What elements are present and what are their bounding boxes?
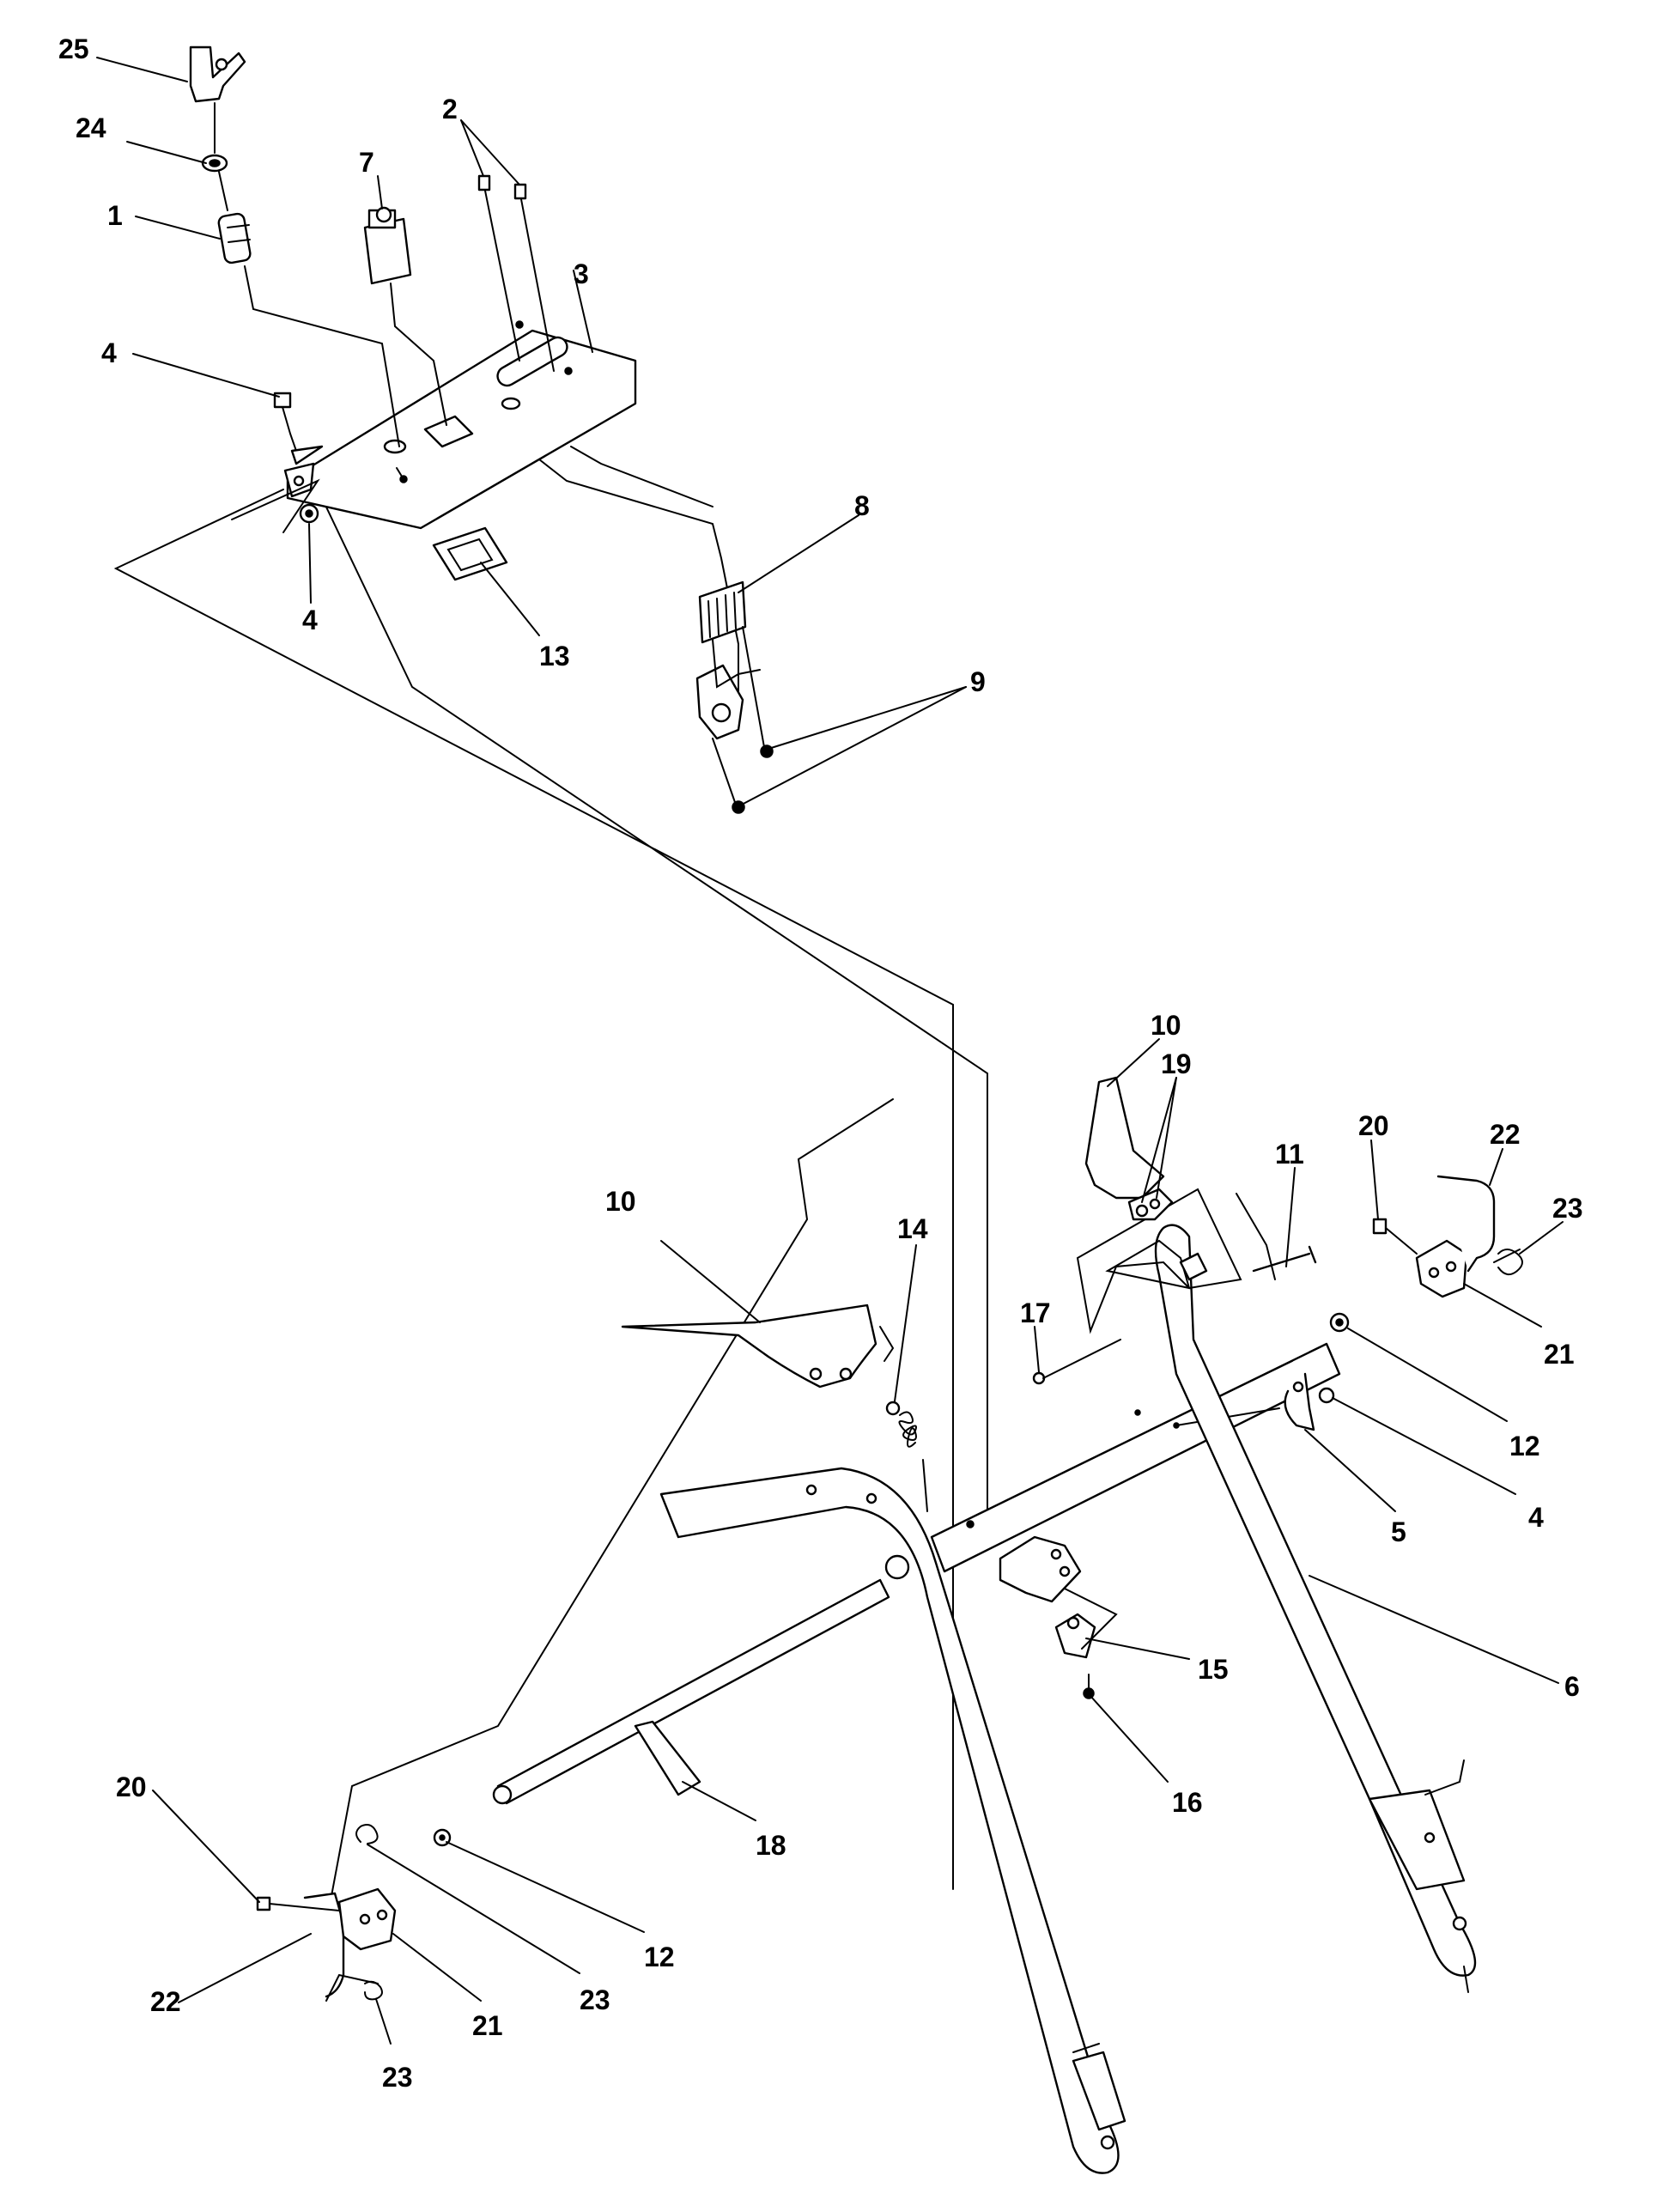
callout-18: 18 bbox=[756, 1830, 786, 1861]
callout-7: 7 bbox=[359, 147, 374, 178]
latch-bracket bbox=[999, 1535, 1118, 1699]
dash-panel bbox=[286, 320, 739, 705]
leader-lines bbox=[96, 57, 1564, 2045]
pin-and-screw bbox=[1032, 1245, 1317, 1385]
callout-21-right: 21 bbox=[1544, 1339, 1575, 1370]
callout-8: 8 bbox=[854, 490, 870, 521]
right-handle-tube bbox=[1154, 1224, 1477, 1993]
callout-20-left: 20 bbox=[116, 1771, 147, 1802]
callout-9: 9 bbox=[970, 666, 986, 697]
callout-19: 19 bbox=[1161, 1048, 1192, 1079]
callout-12-right: 12 bbox=[1509, 1431, 1540, 1462]
callout-4-right: 4 bbox=[1528, 1502, 1544, 1533]
callout-3: 3 bbox=[574, 258, 589, 289]
throttle-control bbox=[695, 580, 774, 814]
assembly-guide-lines bbox=[113, 489, 988, 1924]
callout-6: 6 bbox=[1564, 1671, 1580, 1702]
right-grip-bracket bbox=[1076, 1076, 1276, 1334]
left-side-hardware bbox=[256, 1824, 452, 2002]
left-grip-bracket bbox=[621, 1304, 895, 1389]
callout-2: 2 bbox=[442, 94, 458, 125]
callout-23-right: 23 bbox=[1552, 1193, 1583, 1224]
callout-labels: 25 24 1 7 2 3 4 4 13 8 9 10 19 11 20 22 … bbox=[58, 33, 1583, 2093]
callout-21-left: 21 bbox=[472, 2010, 503, 2041]
callout-23-left-mid: 23 bbox=[580, 1984, 610, 2015]
callout-23-left-bottom: 23 bbox=[382, 2062, 413, 2093]
callout-14: 14 bbox=[897, 1213, 928, 1244]
callout-4-top: 4 bbox=[101, 337, 117, 368]
spring bbox=[885, 1401, 928, 1512]
callout-22-left: 22 bbox=[150, 1986, 181, 2017]
foot-bracket bbox=[634, 1720, 701, 1796]
callout-4-mid: 4 bbox=[302, 605, 318, 635]
callout-16: 16 bbox=[1172, 1787, 1203, 1818]
clip-and-nut bbox=[1284, 1372, 1335, 1431]
callout-10-left: 10 bbox=[605, 1186, 636, 1217]
callout-22-right: 22 bbox=[1490, 1119, 1521, 1150]
callout-5: 5 bbox=[1391, 1516, 1406, 1547]
right-side-hardware bbox=[1329, 1175, 1523, 1333]
callout-25: 25 bbox=[58, 33, 89, 64]
callout-12-left: 12 bbox=[644, 1942, 675, 1972]
callout-20-right: 20 bbox=[1358, 1110, 1389, 1141]
callout-13: 13 bbox=[539, 641, 570, 672]
callout-15: 15 bbox=[1198, 1654, 1229, 1685]
panel-fasteners bbox=[231, 392, 324, 533]
callout-24: 24 bbox=[76, 112, 106, 143]
callout-11: 11 bbox=[1275, 1139, 1304, 1170]
key-switch-assembly bbox=[189, 46, 400, 447]
rocker-switch bbox=[363, 206, 447, 426]
callout-17: 17 bbox=[1020, 1297, 1051, 1328]
callout-10-right: 10 bbox=[1151, 1010, 1181, 1041]
left-handle-assembly bbox=[492, 1342, 1341, 2174]
callout-1: 1 bbox=[107, 200, 123, 231]
